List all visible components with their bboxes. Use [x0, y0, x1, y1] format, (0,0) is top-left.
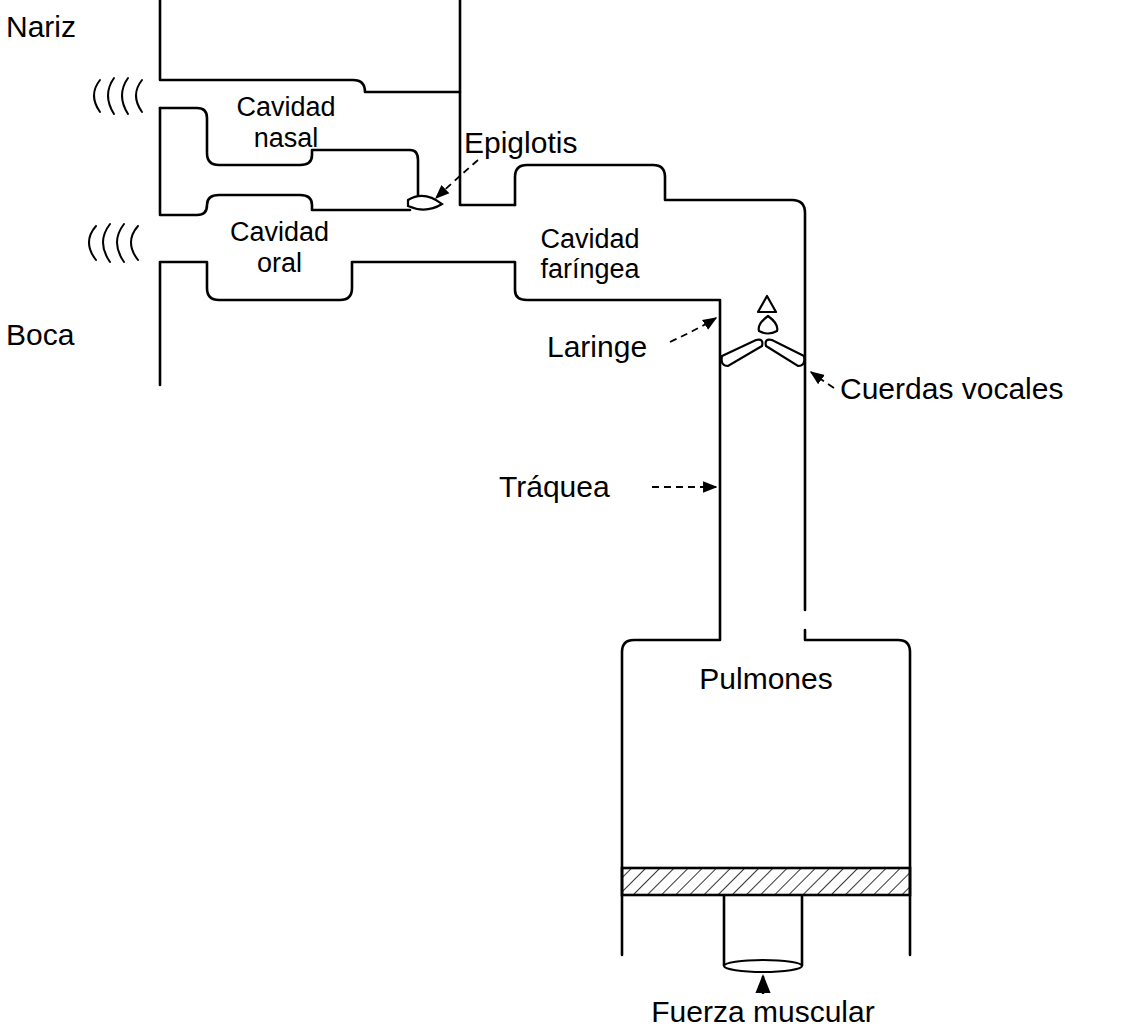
part-name: Laringe	[545, 330, 649, 363]
pharynx-upper-wall	[515, 165, 805, 610]
leader-line	[652, 486, 716, 488]
vocal-cord	[766, 340, 805, 366]
sound-wave	[103, 224, 110, 262]
nasopharynx-wall	[460, 0, 515, 205]
part-name: Tráquea	[497, 470, 612, 503]
part-name: Cuerdas vocales	[838, 372, 1065, 405]
sound-wave	[122, 78, 128, 114]
cavity-name: Cavidad oral	[209, 217, 350, 277]
leader-line	[436, 160, 478, 198]
cavity-node: Cavidad nasal	[209, 82, 363, 163]
cavity-node: Cavidad oral	[209, 197, 350, 298]
cavity-node: Cavidad faríngea	[517, 167, 663, 298]
sound-wave	[131, 226, 138, 260]
diaphragm-piston	[622, 868, 910, 895]
larynx-shape	[759, 316, 778, 334]
force-arrow	[762, 976, 764, 994]
sound-wave	[89, 226, 96, 260]
cavity-node: Pulmones	[624, 642, 908, 866]
piston-rod-end	[724, 960, 802, 972]
sound-wave	[136, 80, 142, 112]
sound-wave	[117, 224, 124, 262]
cavity-name: Cavidad faríngea	[517, 224, 663, 284]
sound-wave	[108, 78, 114, 114]
cavity-name: Pulmones	[699, 662, 832, 696]
vocal-cord	[722, 340, 763, 366]
cavity-name: Cavidad nasal	[209, 92, 363, 152]
larynx-shape	[758, 296, 776, 312]
nasal-upper-wall	[160, 0, 460, 92]
part-name: Epiglotis	[462, 126, 579, 159]
part-name: Boca	[4, 318, 76, 351]
force-label: Fuerza muscular	[649, 995, 876, 1028]
sound-wave	[94, 80, 100, 112]
epiglottis-shape	[408, 196, 442, 210]
leader-line	[670, 318, 716, 342]
oral-lower-wall	[160, 262, 720, 955]
part-name: Nariz	[4, 10, 78, 43]
leader-line	[811, 372, 834, 388]
piston-rod	[724, 895, 802, 966]
